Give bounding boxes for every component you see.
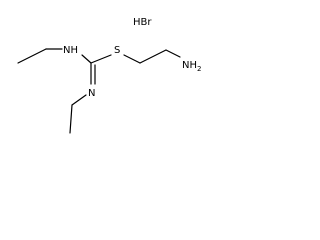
- bond-n-ch2: [71, 94, 87, 106]
- bond-ethyl1-ch3-ch2: [17, 48, 47, 64]
- bond-ch2-ch2: [139, 49, 167, 64]
- bond-ch2-nh2: [165, 49, 181, 58]
- bond-s-ch2: [123, 54, 141, 64]
- atom-s-label: S: [114, 45, 120, 56]
- atom-nh-label: NH: [63, 45, 78, 56]
- bond-ethyl2-ch2-ch3: [69, 104, 73, 134]
- atom-nh2-subscript: 2: [197, 65, 201, 73]
- structure-canvas: HBr NH S NH2 N: [0, 0, 229, 146]
- atom-nh2-label: NH2: [182, 60, 201, 73]
- atom-n-label: N: [88, 88, 95, 99]
- molecule-diagram: HBr NH S NH2 N: [17, 17, 201, 134]
- atom-nh2-main: NH: [182, 60, 197, 71]
- bond-nh-c: [81, 54, 92, 64]
- salt-label: HBr: [133, 17, 152, 28]
- bond-c-s: [90, 54, 112, 64]
